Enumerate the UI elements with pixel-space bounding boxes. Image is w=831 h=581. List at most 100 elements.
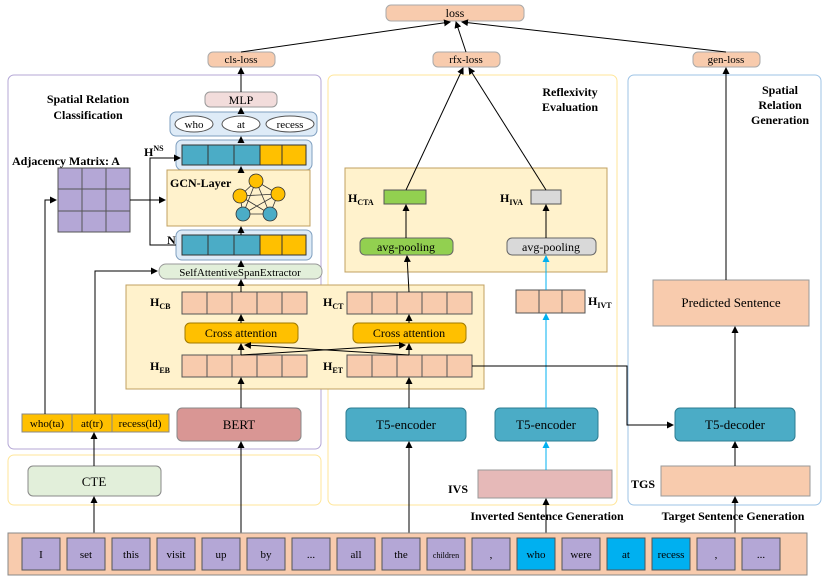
- n-vector: [181, 234, 307, 256]
- hct-vector: [346, 291, 473, 315]
- classification-panel: [7, 74, 322, 450]
- inverted-generation-caption: Inverted Sentence Generation: [470, 509, 624, 523]
- token-11: who: [516, 537, 556, 571]
- adjacency-matrix: [57, 167, 131, 233]
- token-text: the: [394, 549, 408, 561]
- ivs-label: IVS: [448, 482, 468, 496]
- token-8: the: [381, 537, 421, 571]
- t5-decoder: T5-decoder: [674, 407, 796, 442]
- token-4: up: [201, 537, 241, 571]
- token-box: [606, 537, 646, 571]
- bert-label: BERT: [223, 417, 256, 432]
- pooling-box: [344, 167, 608, 273]
- token-7: all: [336, 537, 376, 571]
- token-5: by: [246, 537, 286, 571]
- token-box: [66, 537, 106, 571]
- cls-loss-label: cls-loss: [225, 54, 258, 66]
- heb-label: HEB: [150, 359, 171, 375]
- token-box: [246, 537, 286, 571]
- token-text: ...: [307, 549, 316, 561]
- token-text: recess: [658, 549, 685, 561]
- tgs-box: [660, 465, 811, 497]
- avg-pooling-grey-label: avg-pooling: [522, 240, 580, 254]
- classification-title-line1: Spatial Relation: [47, 92, 130, 106]
- tag-recess: recess(ld): [119, 418, 162, 430]
- n-label: N: [167, 233, 176, 247]
- hivt-label: HIVT: [588, 294, 612, 310]
- rfx-loss-box: rfx-loss: [432, 51, 501, 68]
- token-text: who: [527, 549, 546, 561]
- token-1: set: [66, 537, 106, 571]
- generation-title-line2: Relation: [758, 98, 802, 112]
- token-14: recess: [651, 537, 691, 571]
- span-extractor-label: SelfAttentiveSpanExtractor: [179, 267, 301, 279]
- token-box: [381, 537, 421, 571]
- het-vector: [346, 354, 473, 378]
- token-box: [156, 537, 196, 571]
- token-6: ...: [291, 537, 331, 571]
- gcn-label: GCN-Layer: [170, 176, 232, 190]
- avg-pooling-green: avg-pooling: [359, 237, 454, 256]
- cte-label: CTE: [82, 474, 107, 489]
- rfx-loss-label: rfx-loss: [449, 54, 483, 66]
- ivs-box: [477, 469, 613, 499]
- heb-vector: [181, 354, 308, 378]
- adjacency-label: Adjacency Matrix: A: [12, 154, 120, 168]
- predicted-sentence-box: Predicted Sentence: [652, 279, 810, 327]
- t5-encoder-left: T5-encoder: [345, 407, 467, 442]
- token-box: [426, 537, 466, 571]
- loss-box: loss: [385, 4, 525, 22]
- token-box: [21, 537, 61, 571]
- generation-title-line1: Spatial: [762, 83, 799, 97]
- het-label: HET: [323, 359, 344, 375]
- cross-attention-left: Cross attention: [184, 322, 299, 344]
- tgs-label: TGS: [631, 477, 655, 491]
- token-3: visit: [156, 537, 196, 571]
- token-box: [741, 537, 781, 571]
- tag-who: who(ta): [30, 418, 65, 430]
- gen-loss-label: gen-loss: [708, 54, 745, 66]
- token-text: all: [351, 549, 362, 561]
- token-box: [471, 537, 511, 571]
- role-word-recess: recess: [277, 119, 304, 131]
- token-9: children: [426, 537, 466, 571]
- hivt-vector: [515, 289, 586, 314]
- token-box: [111, 537, 151, 571]
- token-text: ...: [757, 549, 766, 561]
- hct-label: HCT: [323, 295, 344, 311]
- avg-pooling-grey: avg-pooling: [506, 237, 597, 256]
- t5-encoder-right-label: T5-encoder: [516, 417, 577, 432]
- hcta-vector: [383, 189, 427, 205]
- hiva-label: HIVA: [500, 191, 523, 207]
- token-12: were: [561, 537, 601, 571]
- reflexivity-title-line2: Evaluation: [542, 100, 598, 114]
- token-box: [561, 537, 601, 571]
- role-tags: who(ta) at(tr) recess(ld): [21, 413, 170, 433]
- token-box: [201, 537, 241, 571]
- loss-label: loss: [446, 6, 465, 20]
- t5-decoder-label: T5-decoder: [705, 417, 766, 432]
- cte-box: CTE: [27, 465, 162, 497]
- token-text: ,: [715, 549, 718, 561]
- gen-loss-box: gen-loss: [692, 51, 761, 68]
- cross-attention-right-label: Cross attention: [373, 326, 445, 340]
- token-16: ...: [741, 537, 781, 571]
- token-box: [291, 537, 331, 571]
- token-10: ,: [471, 537, 511, 571]
- hiva-vector: [530, 189, 562, 205]
- bert-box: BERT: [176, 407, 302, 442]
- graph-icon: [232, 173, 286, 222]
- cross-attention-right: Cross attention: [352, 322, 467, 344]
- token-box: [336, 537, 376, 571]
- classification-title-line2: Classification: [53, 108, 123, 122]
- role-word-who: who: [185, 119, 204, 131]
- predicted-sentence-label: Predicted Sentence: [681, 295, 780, 310]
- token-text: visit: [167, 549, 186, 561]
- cls-loss-box: cls-loss: [207, 51, 276, 68]
- token-15: ,: [696, 537, 736, 571]
- token-2: this: [111, 537, 151, 571]
- role-words: who at recess: [169, 111, 318, 137]
- generation-title-line3: Generation: [751, 113, 809, 127]
